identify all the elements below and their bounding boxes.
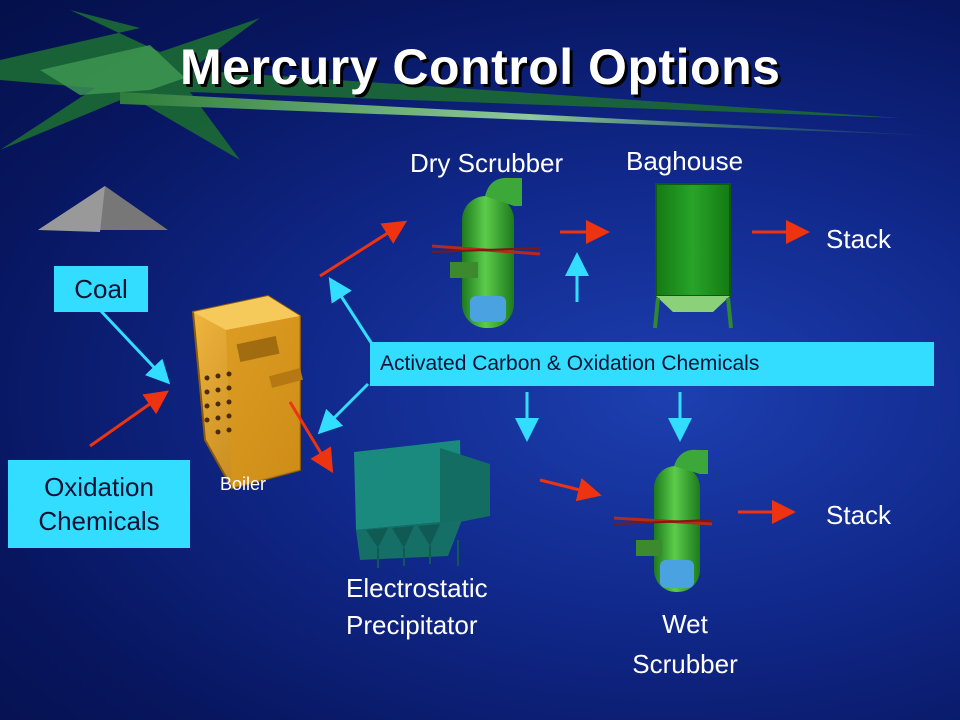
flow-arrow-oxidation-to-boiler [89,390,169,448]
dry-scrubber-icon [431,177,541,328]
baghouse-label: Baghouse [626,146,744,176]
injection-arrow-to-esp-duct [317,382,370,435]
injection-arrow-to-dry-scrubber-duct [328,276,374,345]
baghouse-icon [653,183,733,329]
oxidation-label-line-2: Chemicals [38,506,160,536]
electrostatic-precipitator-icon [354,440,490,568]
flow-arrow-boiler-to-dry-scrubber [319,220,408,278]
flow-arrow-esp-to-wet-scrubber [539,477,602,502]
wet-scrubber-icon [613,449,713,592]
stack-label-bottom: Stack [826,500,892,530]
esp-label-line-1: Electrostatic [346,573,488,603]
esp-label: Electrostatic Precipitator [346,570,488,644]
oxidation-chemicals-box: Oxidation Chemicals [8,460,190,548]
coal-label-box: Coal [54,266,148,312]
starburst-logo-icon [0,10,940,160]
page-title: Mercury Control Options [180,39,781,95]
activated-carbon-box: Activated Carbon & Oxidation Chemicals [370,342,934,386]
injection-arrow-coal-to-boiler [98,308,171,385]
wet-scrubber-label: Wet Scrubber [620,604,750,684]
injection-arrows [98,252,692,442]
flow-arrows [89,220,810,524]
boiler-icon [191,294,304,490]
oxidation-label-line-1: Oxidation [44,472,154,502]
boiler-label: Boiler [220,474,267,494]
dry-scrubber-label: Dry Scrubber [410,148,564,178]
coal-pile-icon [38,186,168,232]
esp-label-line-2: Precipitator [346,610,478,640]
wet-scrubber-label-line-2: Scrubber [632,649,738,679]
flow-arrow-boiler-to-esp [288,401,334,474]
wet-scrubber-label-line-1: Wet [662,609,708,639]
stack-label-top: Stack [826,224,892,254]
